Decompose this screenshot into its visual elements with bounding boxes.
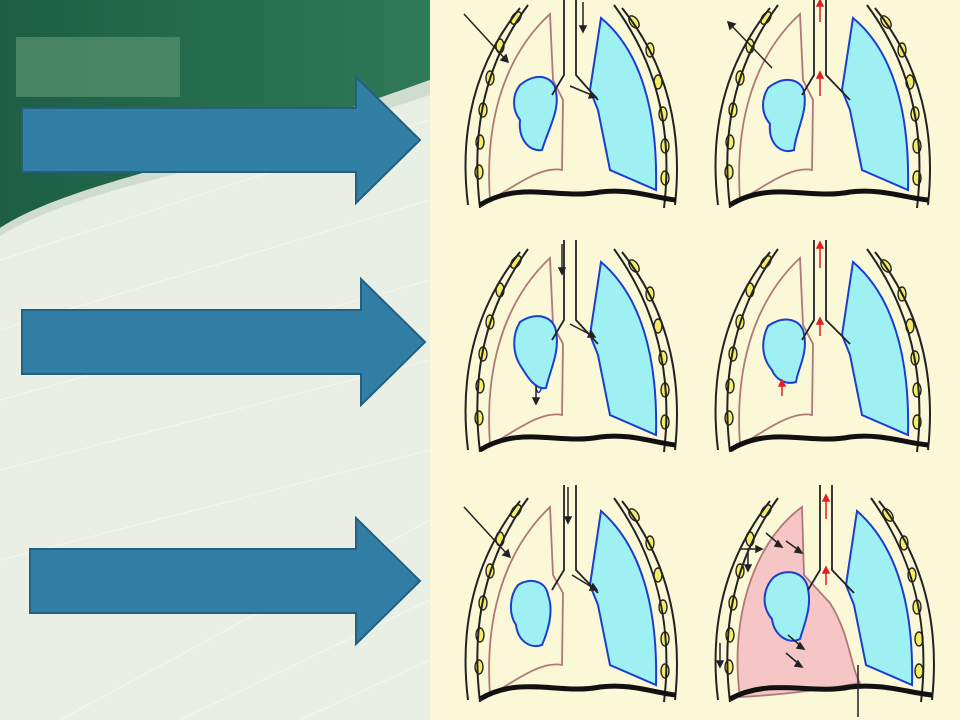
left-panel xyxy=(0,0,430,720)
lung-diagram-r2-inspiration xyxy=(464,240,678,453)
lung-diagram-r1-inspiration xyxy=(463,0,678,209)
title-placeholder xyxy=(16,37,180,97)
arrow-2 xyxy=(21,276,427,408)
diagram-panel xyxy=(430,0,960,720)
lung-diagram-r2-expiration xyxy=(714,240,931,453)
arrow-1 xyxy=(21,74,422,206)
lung-diagram-r3-inspiration xyxy=(463,485,678,703)
lung-diagram-r3-expiration xyxy=(714,485,935,717)
lung-diagram-r1-expiration xyxy=(714,0,931,209)
arrow-3 xyxy=(29,515,422,647)
